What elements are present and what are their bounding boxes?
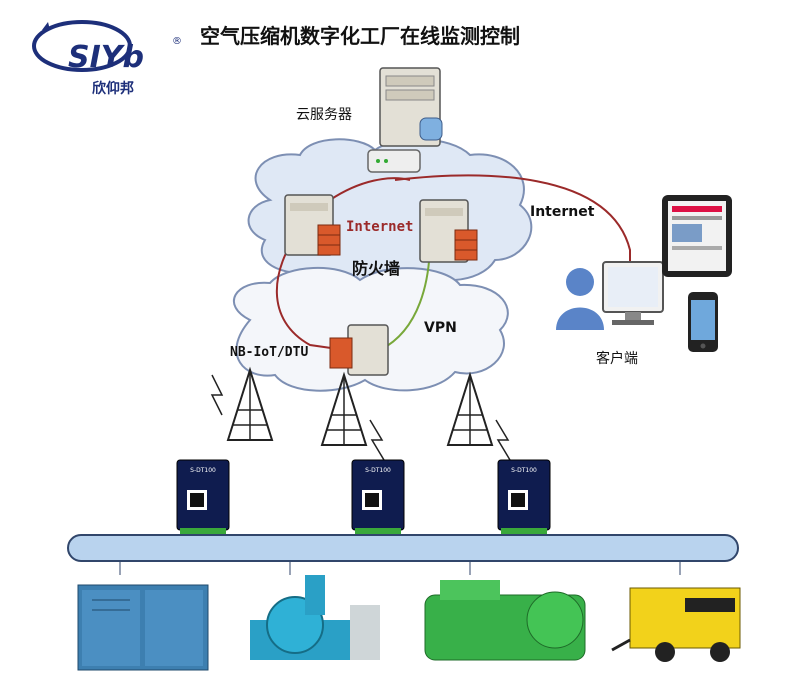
label-client: 客户端 <box>596 351 638 367</box>
bus-pipe <box>67 534 739 575</box>
label-vpn: VPN <box>424 320 457 336</box>
gateway-server-icon <box>329 324 389 376</box>
phone-icon <box>688 292 718 352</box>
dtu-model-label-right: S-DT100 <box>511 467 537 474</box>
compressor-centrifugal-icon <box>250 575 380 660</box>
dtu-device-middle: S-DT100 <box>351 459 405 534</box>
monitor-icon <box>602 261 664 325</box>
label-nb-iot: NB-IoT/DTU <box>230 345 309 360</box>
compressor-green-icon <box>424 580 586 661</box>
dtu-model-label-middle: S-DT100 <box>365 467 391 474</box>
compressor-cabinet-icon <box>77 584 209 671</box>
company-logo: SIYb ® 欣仰邦 <box>30 18 182 97</box>
dtu-model-label-left: S-DT100 <box>190 467 216 474</box>
internet-link-outer <box>394 174 631 280</box>
cloud-server-icon <box>379 67 443 147</box>
router-icon <box>367 149 421 173</box>
tower-right-icon <box>446 371 511 461</box>
tablet-icon <box>662 195 732 277</box>
firewall-server-right-icon <box>419 199 478 263</box>
tower-middle-icon <box>320 371 385 461</box>
logo-mark: SIYb <box>68 40 144 75</box>
label-firewall: 防火墙 <box>352 259 401 278</box>
logo-registered: ® <box>172 36 182 47</box>
compressor-portable-icon <box>611 587 741 662</box>
label-internet-inner: Internet <box>346 219 414 235</box>
logo-name: 欣仰邦 <box>92 81 134 97</box>
diagram-title: 空气压缩机数字化工厂在线监测控制 <box>200 24 520 48</box>
tower-left-icon <box>210 366 274 441</box>
dtu-device-left: S-DT100 <box>176 459 230 534</box>
label-cloud-server: 云服务器 <box>296 107 352 123</box>
firewall-server-left-icon <box>284 194 341 256</box>
dtu-device-right: S-DT100 <box>497 459 551 534</box>
label-internet-outer: Internet <box>530 204 595 220</box>
user-avatar-icon <box>556 268 604 330</box>
logo-swoosh-icon <box>32 20 132 72</box>
internet-link-inner-top <box>329 177 411 201</box>
